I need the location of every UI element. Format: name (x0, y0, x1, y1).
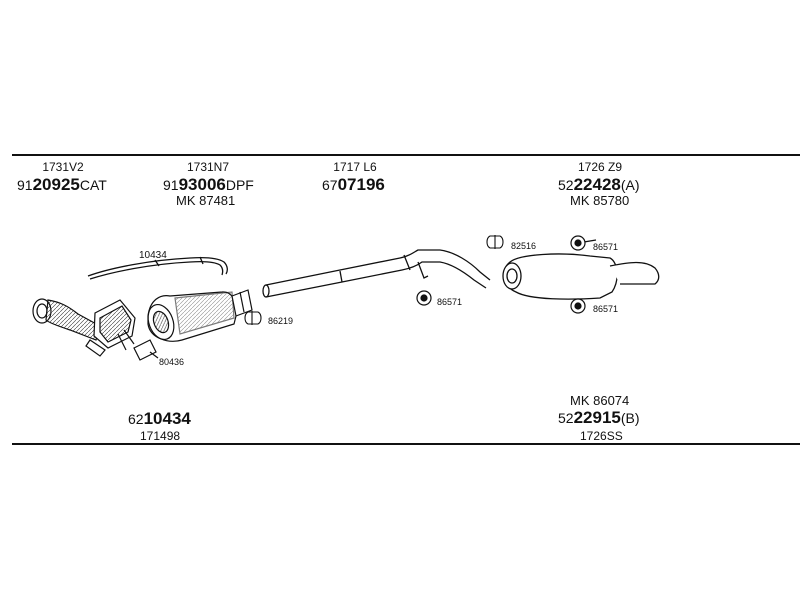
callout-pipe-10434: 10434 (139, 250, 167, 261)
front-pipe-10434[interactable] (87, 256, 228, 280)
mounting-kit-dpf[interactable]: MK 87481 (176, 193, 236, 208)
rear-silencer[interactable] (502, 239, 660, 300)
bottom-divider (12, 443, 800, 445)
part-number-rear-silencer[interactable]: 5222428(A) (558, 175, 640, 194)
hanger-86571-bottom[interactable] (570, 298, 586, 314)
mounting-kit-rear-silencer-b[interactable]: MK 86074 (570, 393, 630, 408)
callout-hanger-86571-top: 86571 (593, 242, 619, 252)
gasket-80436[interactable] (133, 339, 159, 361)
part-number-front-pipe[interactable]: 6210434 (128, 409, 191, 428)
part-code-cat: 1731V2 (42, 160, 84, 174)
part-code-rear-silencer-b: 1726SS (580, 429, 623, 443)
callout-hanger-86571-bottom: 86571 (593, 304, 619, 314)
callout-clamp-82516: 82516 (511, 241, 537, 251)
clamp-82516[interactable] (486, 235, 504, 249)
callout-clamp-86219: 86219 (268, 316, 294, 326)
callout-gasket-80436: 80436 (159, 357, 185, 367)
mounting-kit-rear-silencer[interactable]: MK 85780 (570, 193, 630, 208)
part-code-rear-silencer: 1726 Z9 (577, 160, 623, 174)
part-code-dpf: 1731N7 (186, 160, 230, 174)
hanger-86571-top[interactable] (570, 235, 586, 251)
part-number-rear-silencer-b[interactable]: 5222915(B) (558, 408, 640, 427)
hanger-86571-mid[interactable] (416, 290, 432, 306)
diesel-particulate-filter[interactable] (144, 289, 253, 343)
catalytic-converter[interactable] (32, 298, 136, 357)
part-code-front-pipe: 171498 (140, 429, 181, 443)
part-number-cat[interactable]: 9120925CAT (17, 175, 107, 194)
callout-hanger-86571-mid: 86571 (437, 297, 463, 307)
part-number-dpf[interactable]: 9193006DPF (163, 175, 254, 194)
middle-pipe[interactable] (262, 249, 491, 298)
part-number-middle-pipe[interactable]: 6707196 (322, 175, 385, 194)
top-divider (12, 154, 800, 156)
clamp-86219[interactable] (244, 311, 262, 325)
part-code-middle-pipe: 1717 L6 (333, 160, 377, 174)
